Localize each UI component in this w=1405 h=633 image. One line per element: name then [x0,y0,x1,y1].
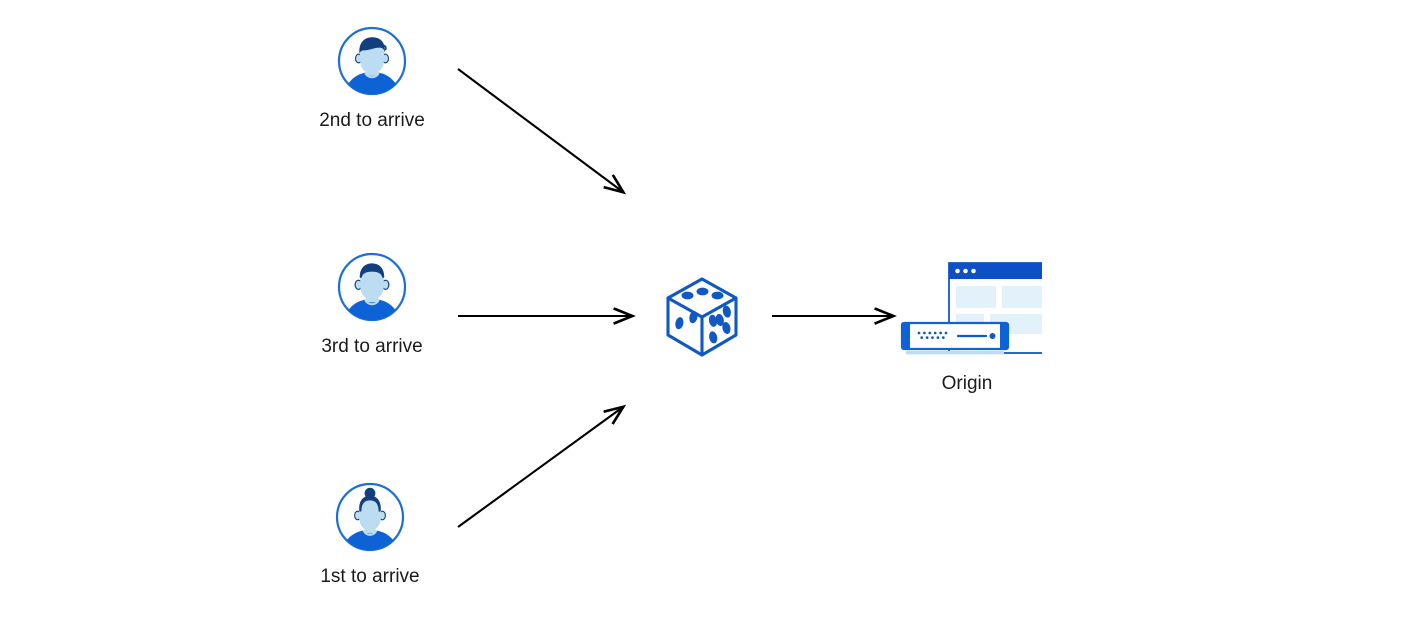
origin-server-icon [900,262,1042,355]
client-label-middle: 3rd to arrive [321,336,423,357]
person-avatar-icon [337,252,407,322]
client-label-top: 2nd to arrive [319,110,425,131]
origin-label: Origin [941,373,993,394]
client-node-middle[interactable]: 3rd to arrive [292,251,452,359]
client-node-top[interactable]: 2nd to arrive [292,25,452,133]
person-avatar-icon [337,26,407,96]
load-balancer-node[interactable] [657,272,747,362]
client-node-bottom[interactable]: 1st to arrive [290,481,450,589]
person-avatar-icon [335,482,405,552]
dice-icon [666,277,738,357]
origin-node[interactable]: Origin [872,255,1062,396]
server-device [900,321,1010,355]
client-label-bottom: 1st to arrive [320,566,420,587]
arrow-bottom-to-dice [457,407,623,528]
arrow-top-to-dice [457,68,623,192]
